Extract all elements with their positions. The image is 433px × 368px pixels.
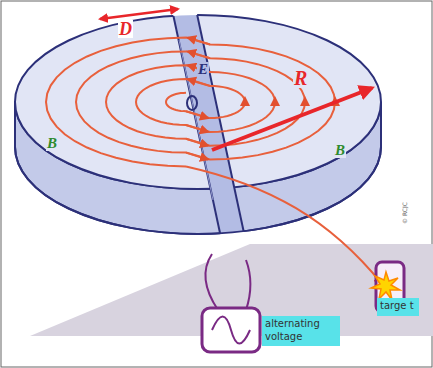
left-dee	[15, 15, 381, 234]
impact-flash	[371, 272, 400, 300]
orbit-group	[46, 38, 382, 284]
orbit-arrow	[188, 51, 210, 58]
orbit-arrow	[244, 98, 246, 106]
dee-top	[15, 15, 381, 189]
dee-top	[15, 15, 381, 189]
wire	[246, 260, 251, 310]
ac-source	[202, 308, 260, 352]
wall-shade	[179, 40, 213, 200]
magnetic-field-label: B	[46, 136, 58, 151]
orbit-arrow	[186, 139, 208, 146]
orbit-spiral	[46, 38, 335, 167]
dimension-arrow	[100, 9, 178, 19]
field-label: E	[197, 62, 209, 77]
sine-symbol	[212, 317, 250, 344]
radius-arrow	[212, 88, 372, 150]
right-dee	[15, 15, 381, 234]
orbit-arrow	[188, 38, 210, 45]
orbit-arrow	[186, 111, 208, 118]
box-label: alternating voltage	[265, 318, 335, 343]
ion-source	[187, 96, 197, 110]
dee-edge	[194, 0, 273, 368]
orbit-arrow	[186, 125, 208, 132]
target-label-box: targe t	[377, 298, 419, 316]
watermark: © RCJC	[402, 201, 408, 225]
dimension-label: D	[118, 20, 133, 38]
wire	[205, 254, 218, 310]
voltage-label-box: alternating voltage	[262, 316, 340, 346]
orbit-arrow	[188, 79, 210, 86]
dee-edges	[170, 0, 273, 368]
radius-label: R	[293, 68, 308, 88]
orbit-arrow	[304, 98, 306, 106]
exit-beam	[186, 166, 382, 284]
box-label: targe t	[380, 300, 414, 313]
magnetic-field-label: B	[334, 143, 346, 158]
orbit-arrow	[186, 153, 208, 160]
orbit-arrow	[274, 98, 276, 106]
